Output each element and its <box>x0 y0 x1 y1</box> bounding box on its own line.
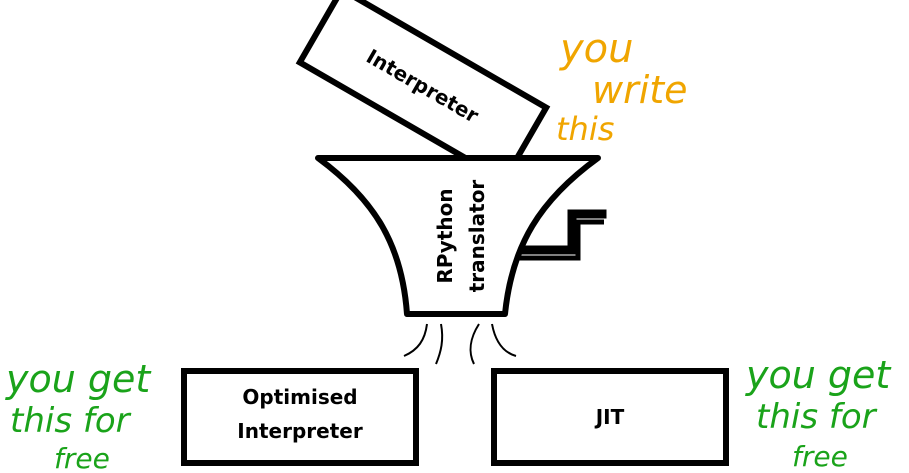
funnel-label-translator: translator <box>465 180 489 293</box>
you-write-line2: write <box>592 68 688 112</box>
you-write-line1: you <box>559 26 634 72</box>
left-free-line3: free <box>54 442 110 473</box>
funnel <box>315 155 601 317</box>
optimised-label-line1: Optimised <box>242 385 357 409</box>
funnel-handle <box>508 209 607 255</box>
jit-box: JIT <box>491 368 729 466</box>
annotation-left-free: you get this for free <box>5 357 152 473</box>
annotation-you-write: you write this <box>556 26 688 148</box>
funnel-label-rpython: RPython <box>433 188 457 283</box>
you-write-line3: this <box>556 110 614 148</box>
optimised-label-line2: Interpreter <box>237 419 363 443</box>
left-free-line2: this for <box>10 401 132 441</box>
right-free-line1: you get <box>745 353 892 397</box>
left-free-line1: you get <box>5 357 152 401</box>
right-free-line3: free <box>792 440 848 473</box>
output-streams <box>403 323 517 365</box>
optimised-interpreter-box: Optimised Interpreter <box>181 368 419 466</box>
annotation-right-free: you get this for free <box>745 353 892 473</box>
jit-label: JIT <box>594 405 625 429</box>
interpreter-box: Interpreter <box>295 0 551 185</box>
right-free-line2: this for <box>756 397 878 437</box>
